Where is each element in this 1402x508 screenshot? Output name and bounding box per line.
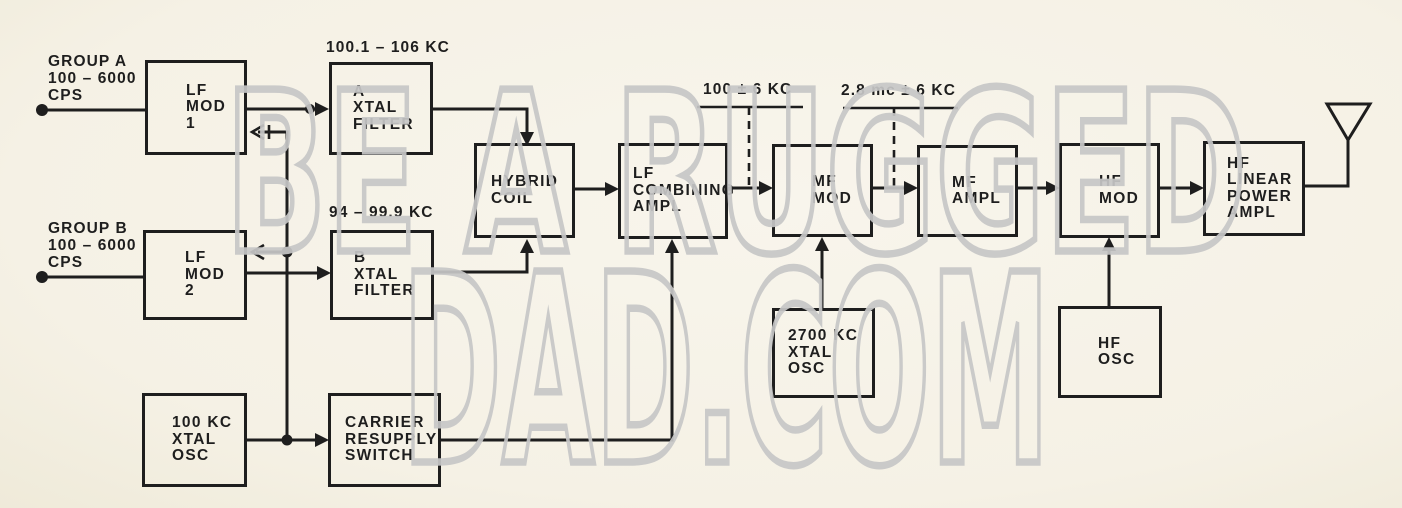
arrowhead <box>1046 181 1060 195</box>
lf-mod-1-to-a-filter-wire <box>247 102 329 116</box>
input-terminal-dot <box>36 271 48 283</box>
mf-output-freq-label: 2.8 mc ± 6 KC <box>841 82 956 99</box>
arrowhead <box>904 181 918 195</box>
arrowhead <box>1102 237 1116 251</box>
group-b-input-wire <box>36 271 144 283</box>
hf-osc-to-hf-mod-wire <box>1102 237 1116 306</box>
osc-2700-to-mf-mod-wire <box>815 237 829 308</box>
arrowhead <box>520 239 534 253</box>
lf-output-freq-label: 100 ± 6 KC <box>703 81 793 98</box>
arrowhead <box>317 266 331 280</box>
junction-dot <box>305 104 315 114</box>
mf-ampl-to-hf-mod-wire <box>1018 181 1060 195</box>
input-terminal-dot <box>36 104 48 116</box>
carrier-feedback-wire <box>249 123 293 446</box>
b-filter-to-hybrid-wire <box>434 239 534 274</box>
a-filter-freq-label: 100.1 – 106 KC <box>326 39 450 56</box>
switch-to-lf-combining-wire <box>441 239 679 442</box>
arrowhead <box>759 181 773 195</box>
arrowhead <box>315 102 329 116</box>
arrowhead <box>1190 181 1204 195</box>
group-a-input-wire <box>36 104 146 116</box>
pa-to-antenna-wire <box>1305 102 1373 188</box>
antenna-icon <box>1324 102 1373 143</box>
arrowhead <box>315 433 329 447</box>
mf-mod-to-mf-ampl-wire <box>873 181 918 195</box>
hf-mod-to-pa-wire <box>1160 181 1204 195</box>
hybrid-to-lf-combining-wire <box>575 182 619 196</box>
feedback-arrowhead <box>249 123 265 141</box>
lf-mod-2-to-b-filter-wire <box>247 266 331 280</box>
junction-dot <box>281 434 293 446</box>
a-filter-to-hybrid-wire <box>433 107 534 146</box>
watermark-line2: DAD.COM <box>402 219 1050 508</box>
feedback-arrowhead <box>249 243 265 261</box>
arrowhead <box>665 239 679 253</box>
junction-dot <box>281 246 293 258</box>
arrowhead <box>815 237 829 251</box>
arrowhead <box>605 182 619 196</box>
b-filter-freq-label: 94 – 99.9 KC <box>329 204 434 221</box>
osc-100kc-to-switch-wire <box>247 433 329 447</box>
